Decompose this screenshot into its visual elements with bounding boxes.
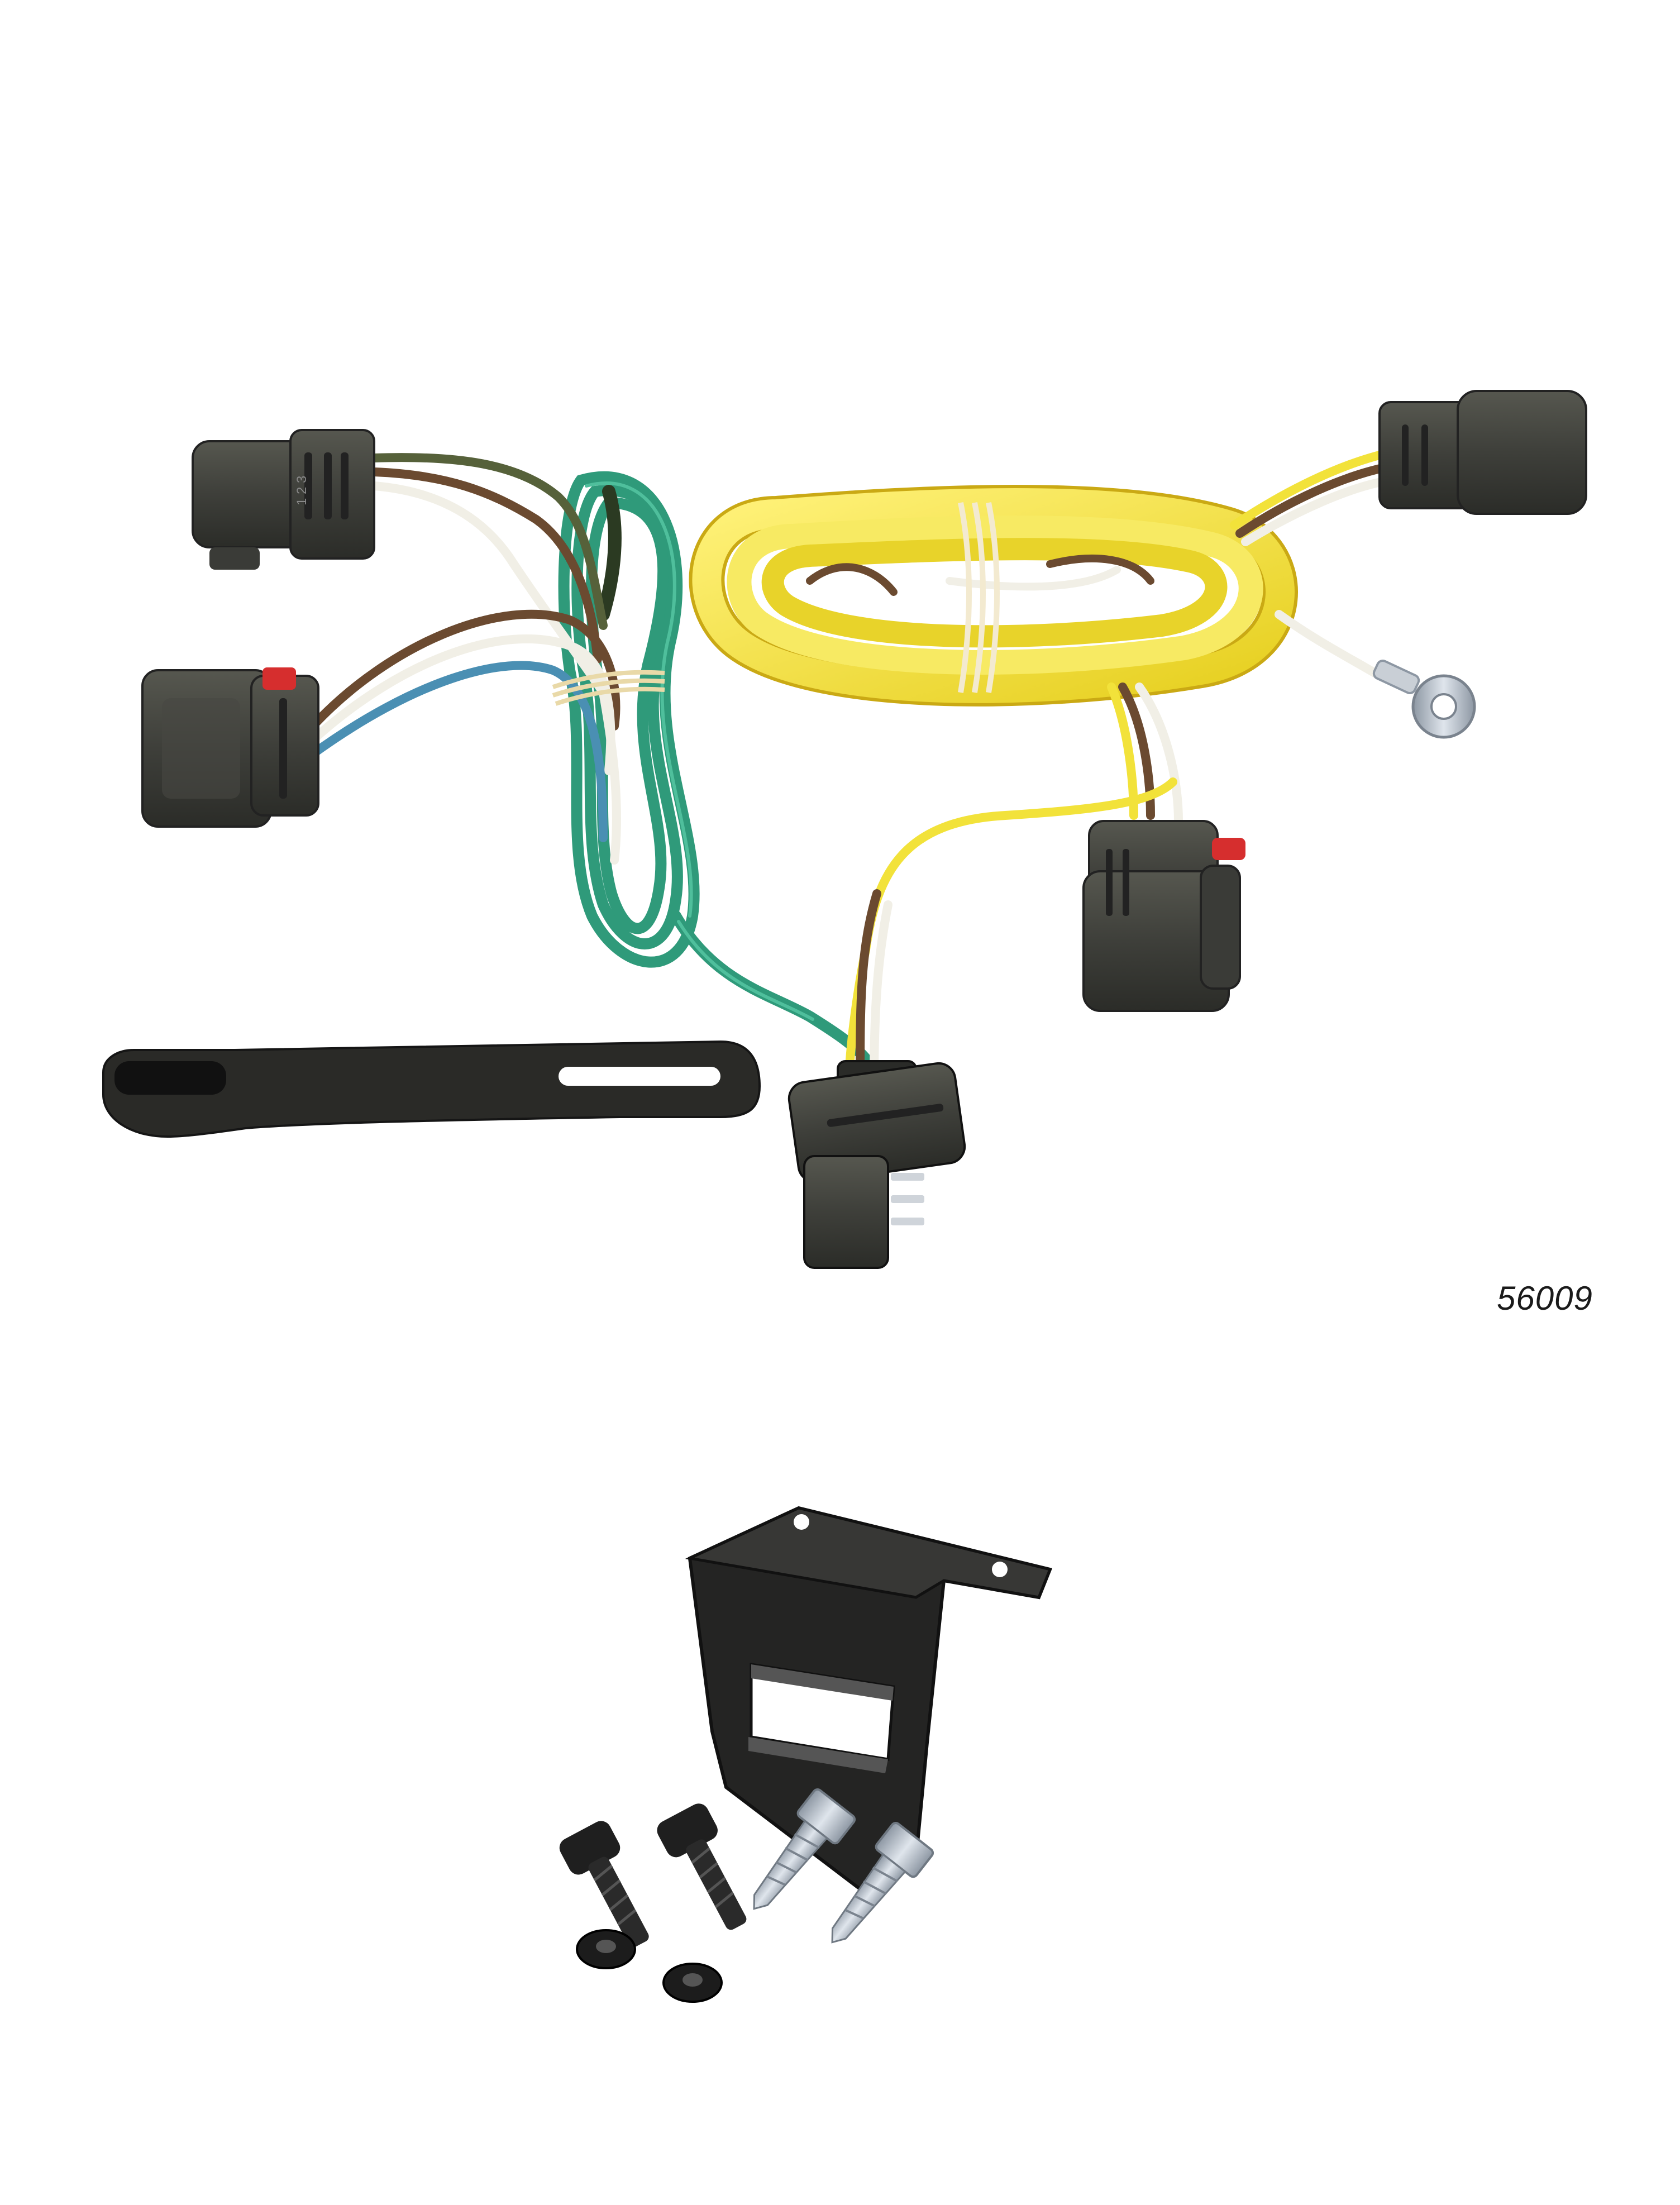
nut-2 — [662, 1963, 723, 2003]
svg-text:1 2 3: 1 2 3 — [294, 476, 309, 505]
vehicle-connector-male: 1 2 3 — [192, 429, 375, 570]
bolt-2 — [657, 1803, 747, 1930]
bolt-1 — [559, 1821, 649, 1948]
bolts — [559, 1803, 747, 1948]
mounting-strap — [102, 1040, 761, 1138]
yellow-flat-wire-bundle — [689, 448, 1395, 1088]
part-number: 56009 — [1497, 1280, 1593, 1317]
mounting-bracket — [685, 1506, 1053, 1896]
screw-1 — [753, 1788, 856, 1910]
lock-nuts — [576, 1929, 723, 2003]
cable-tie-right — [958, 502, 1000, 693]
ring-terminal — [1372, 659, 1476, 739]
nut-1 — [576, 1929, 636, 1969]
vehicle-connector-female — [141, 667, 319, 828]
vehicle-connector-lower-right — [1082, 820, 1245, 1012]
left-harness-wires — [308, 453, 621, 865]
cable-tie-left — [552, 670, 665, 706]
vehicle-connector-upper-right — [1378, 390, 1587, 515]
self-tapping-screws — [753, 1788, 934, 1944]
screw-2 — [831, 1822, 934, 1944]
four-way-flat-connector — [787, 1060, 966, 1269]
